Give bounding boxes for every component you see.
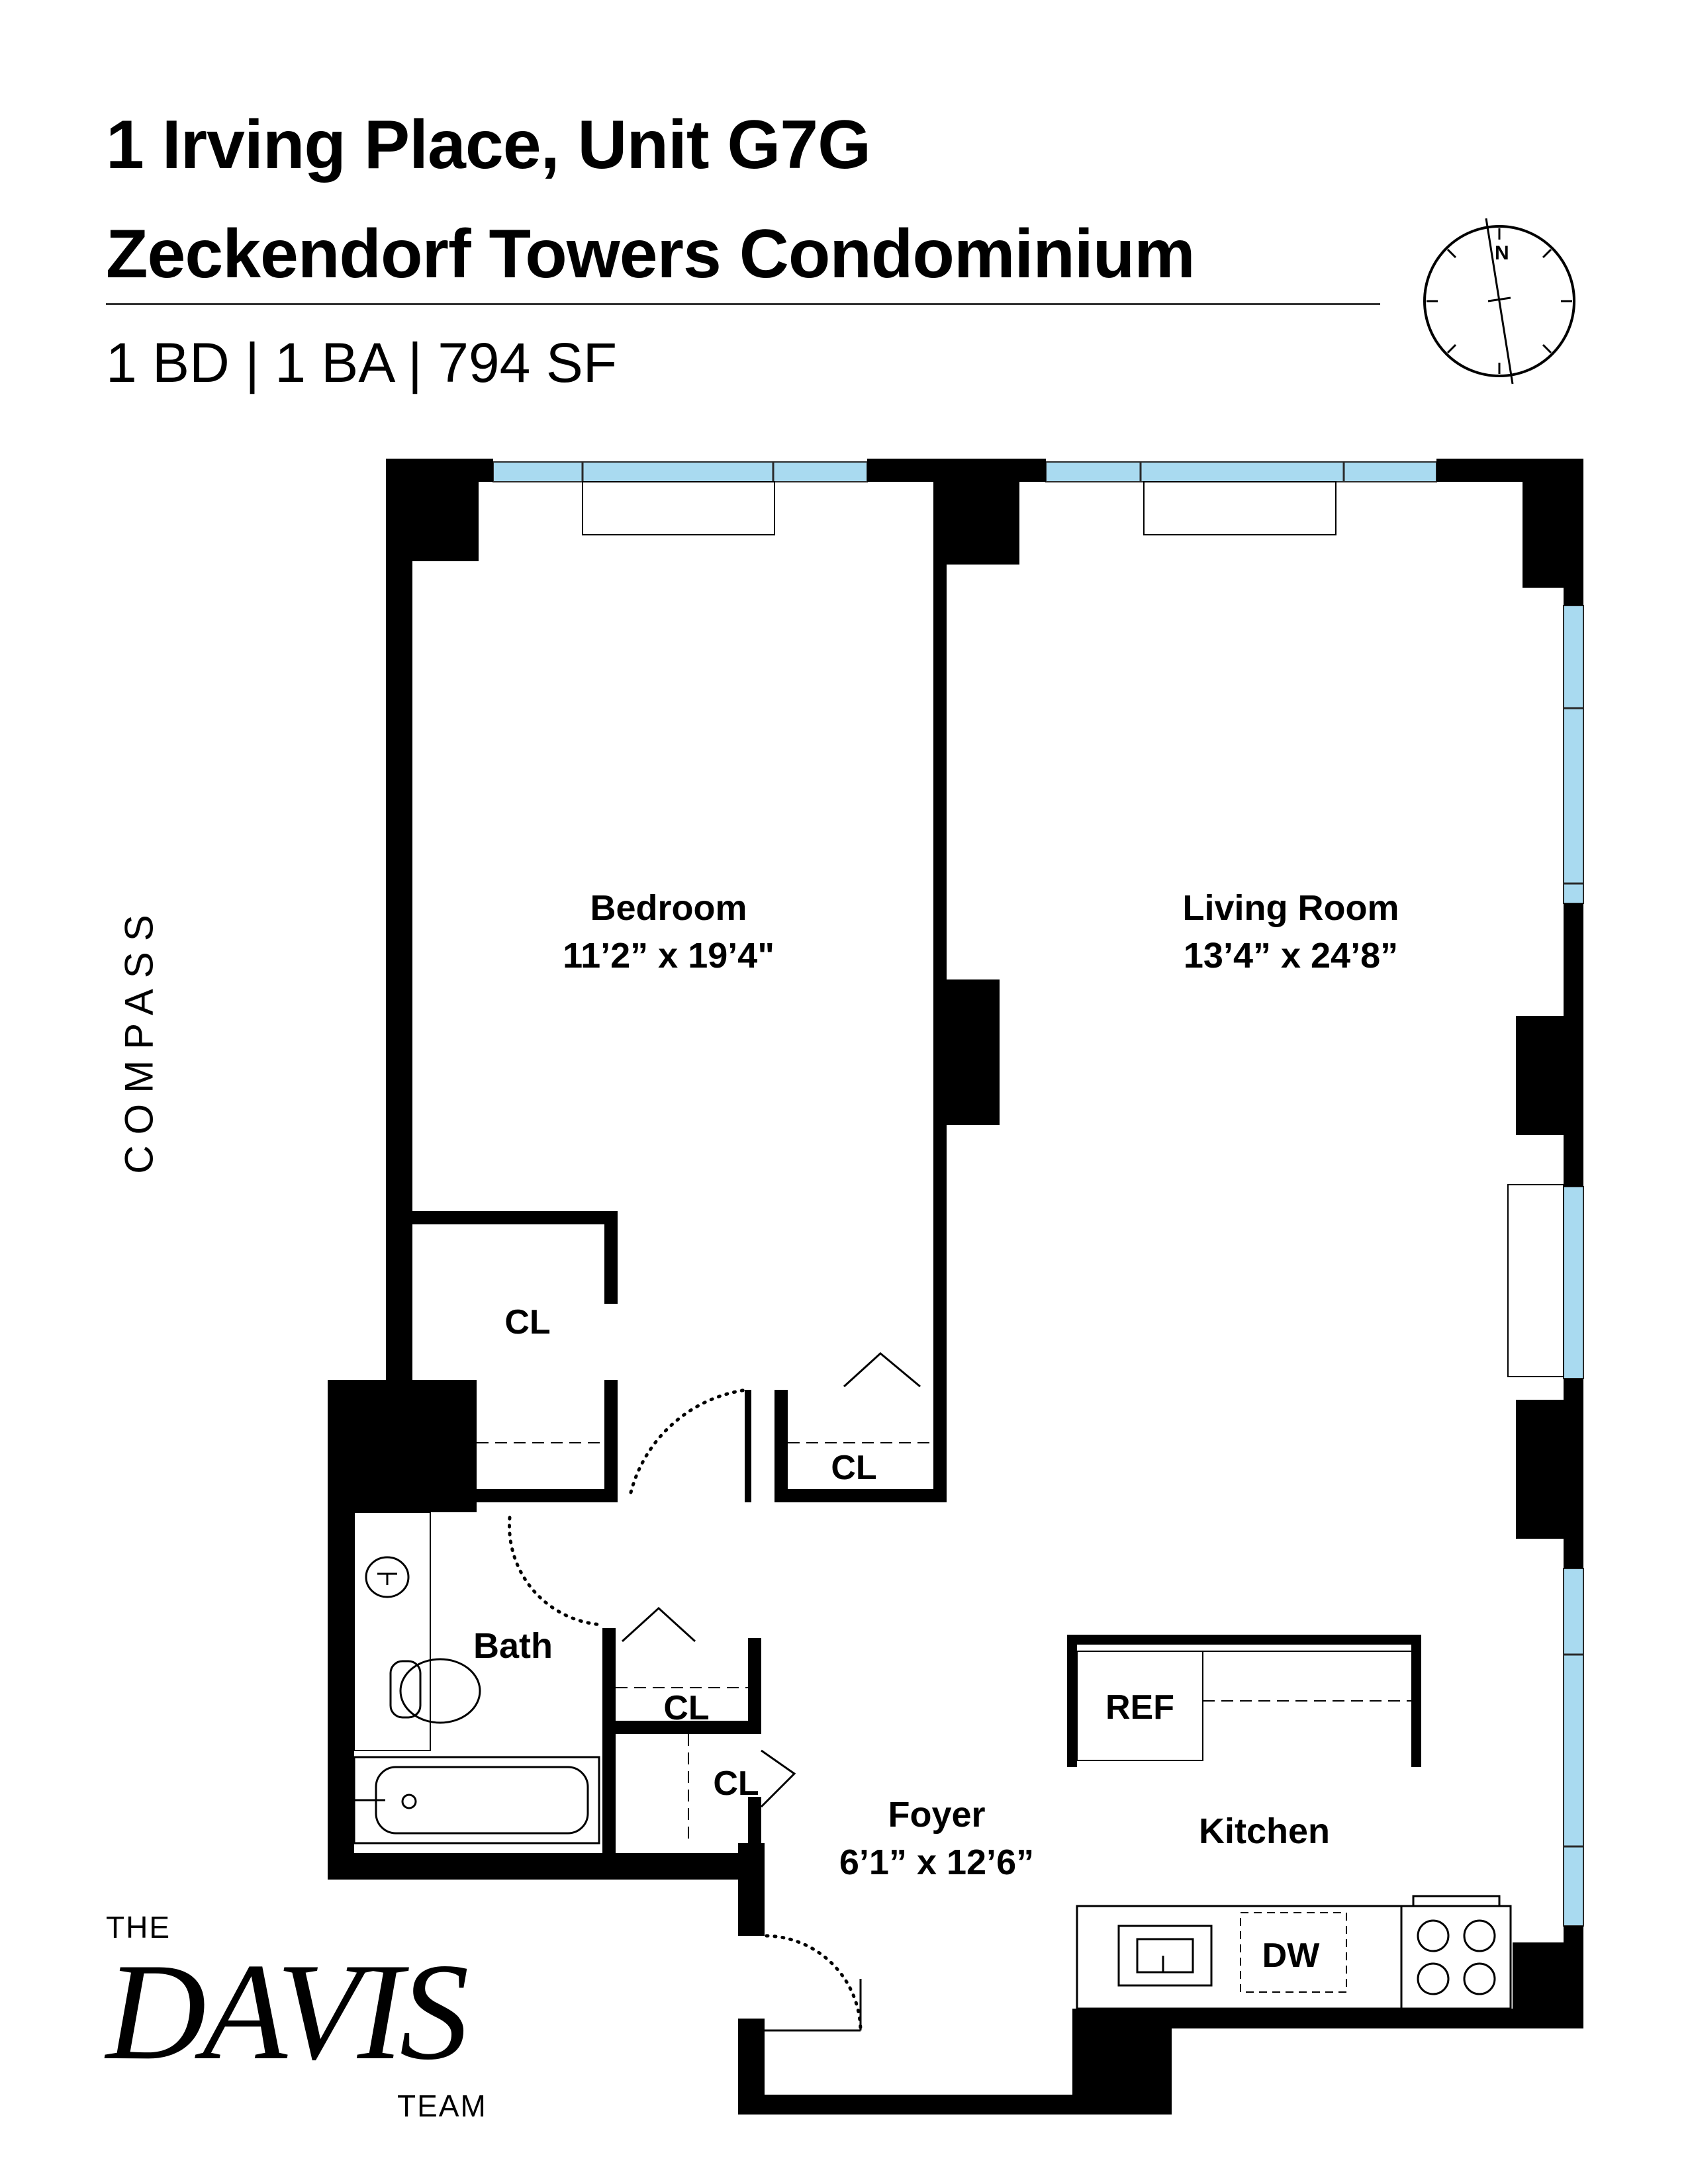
- living-window-right-1: [1563, 605, 1584, 904]
- kitchen-window-right: [1563, 1568, 1584, 1927]
- doors: [621, 1352, 921, 2032]
- window-mullions: [581, 462, 1583, 1848]
- living-window-right-2: [1563, 1186, 1584, 1379]
- closet-label: CL: [504, 1303, 550, 1342]
- kitchen-counter: [1076, 1905, 1403, 2010]
- north-label: N: [1495, 242, 1509, 264]
- closet-label: CL: [831, 1449, 876, 1487]
- closet-label: CL: [663, 1689, 709, 1727]
- closet-label: CL: [713, 1764, 759, 1803]
- bathtub-icon: [353, 1756, 600, 1844]
- stove-icon: [1400, 1905, 1512, 2010]
- living-room-name: Living Room: [1183, 888, 1399, 928]
- living-room-dims: 13’4” x 24’8”: [1184, 936, 1398, 976]
- logo-davis: DAVIS: [106, 1935, 469, 2089]
- davis-team-logo: THE DAVIS TEAM: [106, 1909, 503, 2128]
- listing-address: 1 Irving Place, Unit G7G: [106, 107, 871, 183]
- toilet-bowl-icon: [399, 1658, 481, 1724]
- dw-label: DW: [1262, 1936, 1321, 1975]
- living-window-top: [1045, 461, 1437, 482]
- dishwasher: [1240, 1912, 1347, 1993]
- vanity: [353, 1512, 431, 1751]
- building-name: Zeckendorf Towers Condominium: [106, 216, 1196, 293]
- foyer-name: Foyer: [888, 1795, 985, 1835]
- ref-label: REF: [1105, 1688, 1174, 1727]
- bedroom-dims: 11’2” x 19’4": [563, 936, 774, 976]
- door-swings: [508, 1388, 863, 2032]
- kitchen-sink-icon: [1117, 1925, 1213, 1987]
- bedroom-name: Bedroom: [590, 888, 747, 928]
- closet-rods: [477, 1442, 933, 1840]
- kitchen-name: Kitchen: [1199, 1811, 1330, 1851]
- compass-rose-icon: N: [1423, 218, 1575, 385]
- bath-fixtures: [353, 1512, 600, 1844]
- unit-stats: 1 BD | 1 BA | 794 SF: [106, 332, 618, 394]
- bath-name: Bath: [473, 1626, 553, 1666]
- walls: [328, 459, 1583, 2115]
- kitchen-fixtures: [1076, 1651, 1512, 2010]
- bedroom-window: [492, 461, 868, 482]
- logo-team: TEAM: [397, 2089, 487, 2123]
- room-labels: Bedroom 11’2” x 19’4" Living Room 13’4” …: [473, 888, 1399, 1975]
- foyer-dims: 6’1” x 12’6”: [839, 1843, 1034, 1882]
- radiators: [582, 481, 1564, 1377]
- logo-the: THE: [106, 1910, 171, 1944]
- toilet-tank-icon: [389, 1660, 422, 1719]
- header-divider: [106, 303, 1380, 305]
- sink-icon: [365, 1556, 410, 1598]
